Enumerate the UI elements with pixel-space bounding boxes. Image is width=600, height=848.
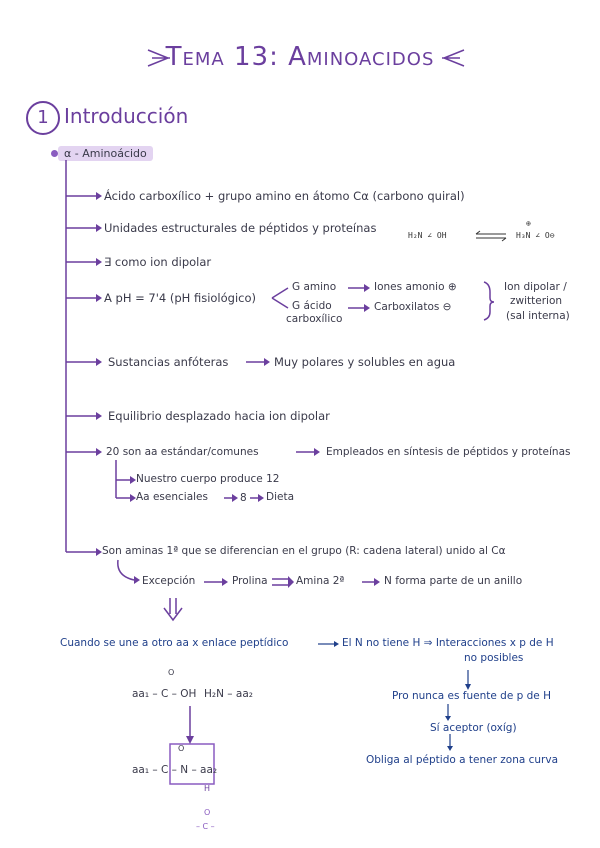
bullet-dot-icon xyxy=(51,150,58,157)
bottom-acceptor: Sí aceptor (oxíg) xyxy=(430,722,517,734)
bottom-no-hydrogen: El N no tiene H ⇒ Interacciones x p de H xyxy=(342,637,554,649)
ph-carboxilatos: Carboxilatos ⊖ xyxy=(374,301,452,313)
chem-zwitterion: H₃N ∠ O⊖ xyxy=(516,231,555,240)
item-ph: A pH = 7'4 (pH fisiológico) xyxy=(104,291,256,305)
bottom-pro-never: Pro nunca es fuente de p de H xyxy=(392,690,551,702)
item-dipolar-ion: ∃ como ion dipolar xyxy=(104,255,212,269)
ph-dipolar-1: Ion dipolar / xyxy=(504,281,567,293)
formula-1: aa₁ – C – OH xyxy=(132,688,197,700)
formula-2-hydrogen: H xyxy=(204,784,211,793)
item-exception: Excepción xyxy=(142,575,196,587)
item-diet: Dieta xyxy=(266,491,295,503)
formula-1b: H₂N – aa₂ xyxy=(204,688,253,700)
bottom-not-possible: no posibles xyxy=(464,652,524,664)
item-proline: Prolina xyxy=(232,575,268,587)
item-synthesis: Empleados en síntesis de péptidos y prot… xyxy=(326,446,571,458)
ph-g-acido: G ácido xyxy=(292,300,332,312)
page-title: Tema 13: Aminoacidos xyxy=(165,42,435,72)
ph-g-amino: G amino xyxy=(292,281,337,293)
item-primary-amines: Son aminas 1ª que se diferencian en el g… xyxy=(102,545,506,557)
item-polar: Muy polares y solubles en agua xyxy=(274,355,456,369)
item-structural-units: Unidades estructurales de péptidos y pro… xyxy=(104,221,377,235)
formula-2: aa₁ – C – N – aa₂ xyxy=(132,764,218,776)
topic-label: α - Aminoácido xyxy=(58,146,153,161)
ph-dipolar-2: zwitterion xyxy=(510,295,563,307)
item-essential: Aa esenciales xyxy=(136,491,208,503)
ph-dipolar-3: (sal interna) xyxy=(506,310,570,322)
item-20-aa: 20 son aa estándar/comunes xyxy=(106,446,259,458)
item-amphoteric: Sustancias anfóteras xyxy=(108,355,229,369)
item-carboxylic: Ácido carboxílico + grupo amino en átomo… xyxy=(104,189,465,203)
formula-2-oxygen-2: O xyxy=(204,808,211,817)
formula-1-oxygen: O xyxy=(168,668,175,677)
item-body-produces: Nuestro cuerpo produce 12 xyxy=(136,473,280,485)
ph-g-acido-2: carboxílico xyxy=(286,313,343,325)
chem-plus-icon: ⊕ xyxy=(526,219,531,228)
item-essential-count: 8 xyxy=(240,492,247,504)
section-title: Introducción xyxy=(64,104,189,128)
chem-amino-acid: H₂N ∠ OH xyxy=(408,231,447,240)
formula-2-carbon: – C – xyxy=(196,822,215,831)
bottom-peptide-bond: Cuando se une a otro aa x enlace peptídi… xyxy=(60,637,289,649)
ph-iones-amonio: Iones amonio ⊕ xyxy=(374,281,457,293)
item-secondary-amine: Amina 2ª xyxy=(296,575,345,587)
section-number: 1 xyxy=(26,101,60,135)
formula-2-oxygen: O xyxy=(178,744,185,753)
item-equilibrium: Equilibrio desplazado hacia ion dipolar xyxy=(108,409,330,423)
item-ring: N forma parte de un anillo xyxy=(384,575,523,587)
bottom-curved-zone: Obliga al péptido a tener zona curva xyxy=(366,754,559,766)
